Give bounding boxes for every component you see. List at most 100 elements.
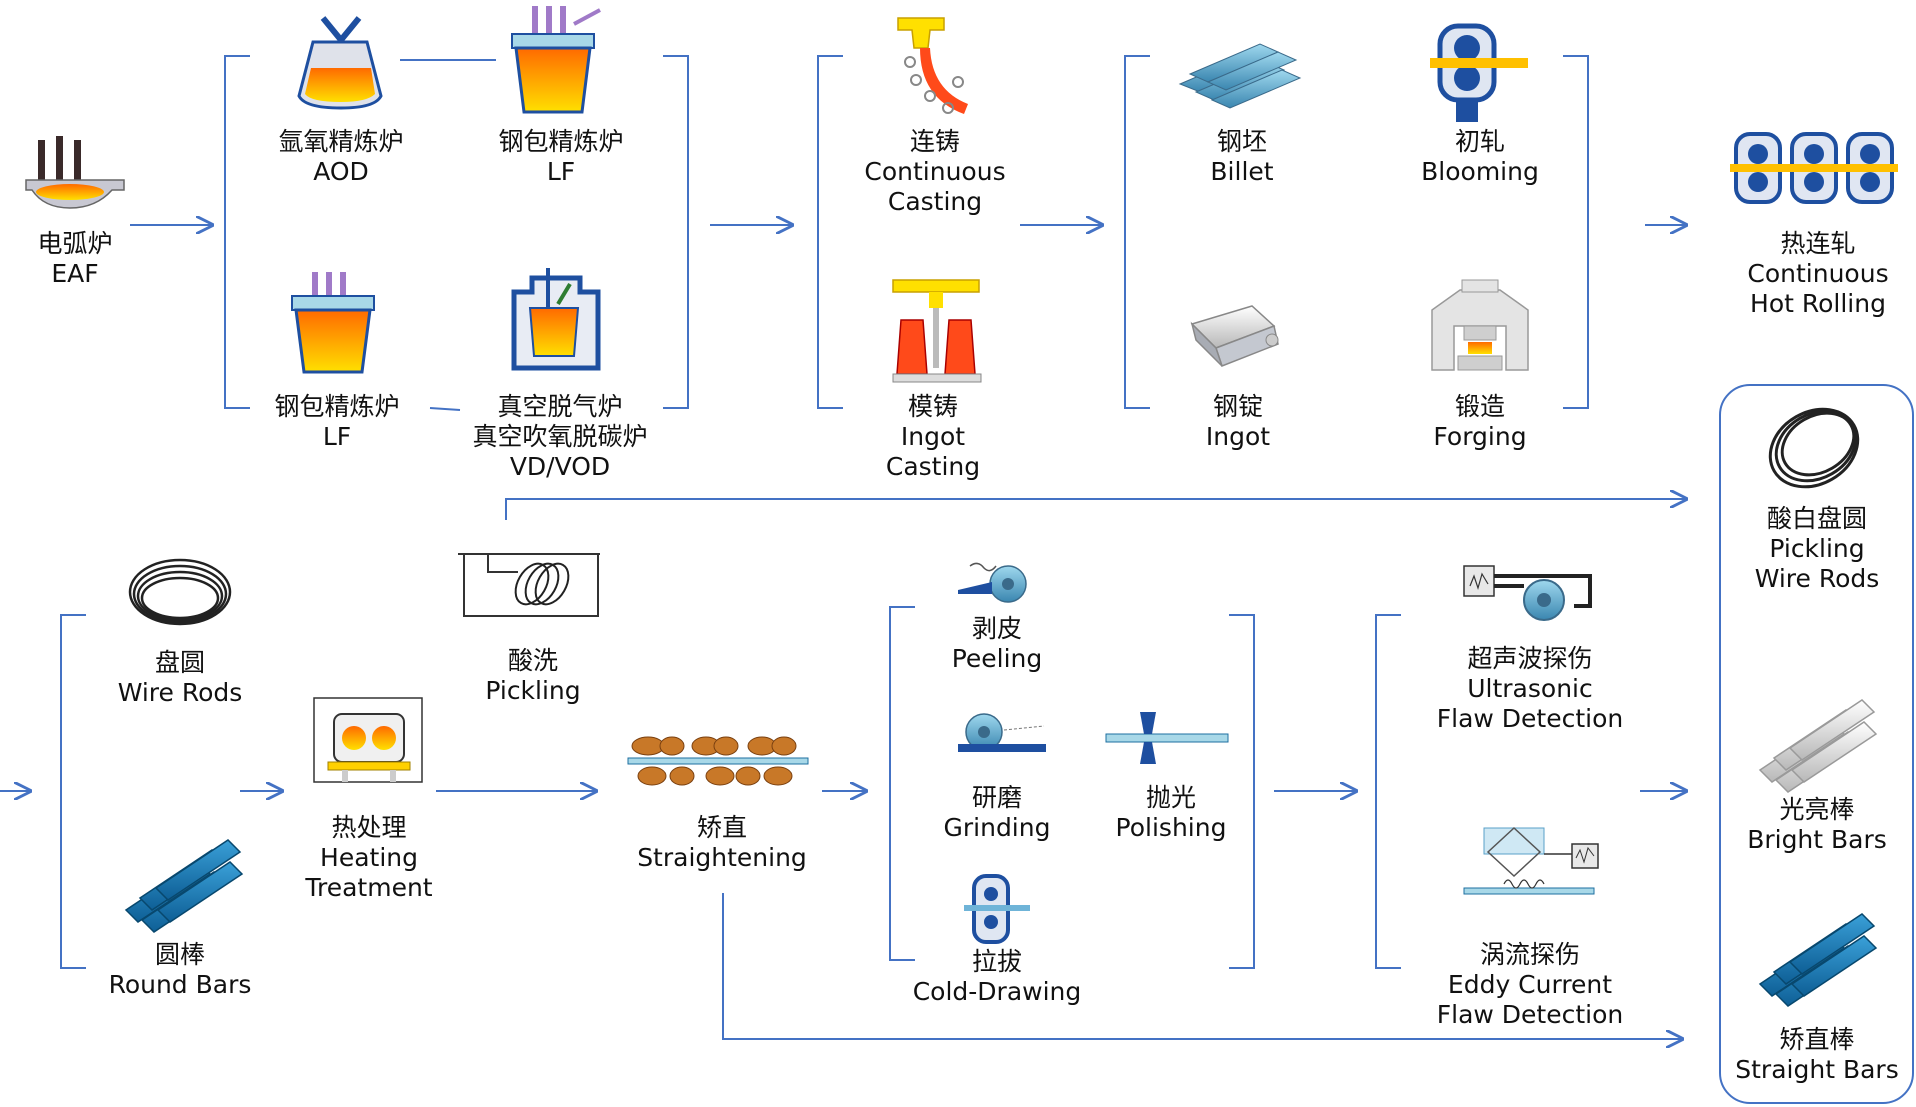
polishing-icon [1105,712,1229,764]
bracket-forming-right [1563,55,1589,409]
hot-rolling-icon [1730,132,1898,204]
label-aod-en: AOD [313,157,369,186]
bracket-refining-right [663,55,689,409]
label-ultrasonic-en1: Ultrasonic [1467,674,1593,703]
grinding-icon [958,713,1046,752]
label-vd-vod-cn1: 真空脱气炉 [497,392,623,421]
label-wire-rods: 盘圆 Wire Rods [95,648,265,708]
label-bright-bars-cn: 光亮棒 [1779,795,1855,824]
heat-treatment-icon [313,697,423,783]
label-heat-treatment-en2: Treatment [305,873,433,902]
cold-drawing-icon [964,874,1030,944]
bracket-refining-left [224,55,250,409]
label-straight-bars-cn: 矫直棒 [1779,1025,1855,1054]
wire-rods-icon [128,558,232,626]
label-lf-bottom: 钢包精炼炉 LF [252,392,422,452]
label-hot-rolling-en2: Hot Rolling [1750,289,1886,318]
label-bright-bars: 光亮棒 Bright Bars [1732,795,1902,855]
label-blooming-en: Blooming [1421,157,1539,186]
peeling-icon [958,562,1027,603]
ultrasonic-icon [1463,565,1592,621]
label-wire-rods-cn: 盘圆 [154,648,205,677]
arrows [0,59,1686,1039]
eaf-icon [25,136,125,209]
label-pickling-wire-rods-cn: 酸白盘圆 [1766,504,1867,533]
label-blooming-cn: 初轧 [1454,127,1505,156]
label-lf-top: 钢包精炼炉 LF [476,127,646,187]
label-straightening: 矫直 Straightening [622,813,822,873]
ingot-casting-icon [892,279,982,383]
label-hot-rolling-cn: 热连轧 [1780,229,1856,258]
eddy-current-icon [1463,826,1599,895]
bright-bars-icon [1758,699,1878,793]
label-heat-treatment-cn: 热处理 [331,813,407,842]
label-round-bars-en: Round Bars [108,970,252,999]
label-continuous-casting-en2: Casting [887,187,983,216]
label-eddy-current-cn: 涡流探伤 [1479,940,1580,969]
pickling-icon [458,553,600,617]
label-forging-en: Forging [1433,422,1527,451]
label-continuous-casting-en1: Continuous [864,157,1006,186]
label-forging-cn: 锻造 [1454,392,1505,421]
label-pickling-cn: 酸洗 [507,646,558,675]
label-eaf: 电弧炉 EAF [10,229,140,289]
label-pickling-wire-rods-en1: Pickling [1769,534,1865,563]
label-eddy-current-en1: Eddy Current [1447,970,1613,999]
bracket-surface-right [1229,614,1255,969]
label-round-bars: 圆棒 Round Bars [95,940,265,1000]
label-polishing-cn: 抛光 [1145,783,1196,812]
forging-icon [1431,279,1529,371]
label-continuous-casting-cn: 连铸 [909,127,960,156]
round-bars-icon [124,839,244,933]
label-straightening-cn: 矫直 [696,813,747,842]
label-vd-vod-en: VD/VOD [509,452,611,481]
arrow-pickling-to-wirerods [505,499,1686,520]
label-straightening-en: Straightening [637,843,807,872]
label-ultrasonic: 超声波探伤 Ultrasonic Flaw Detection [1420,644,1640,734]
straight-bars-icon [1758,913,1878,1007]
billet-icon [1178,43,1302,109]
label-wire-rods-en: Wire Rods [117,678,243,707]
label-polishing-en: Polishing [1115,813,1227,842]
bracket-inspection-left [1375,614,1401,969]
label-straight-bars: 矫直棒 Straight Bars [1722,1025,1912,1085]
final-products-box [1719,384,1914,1104]
label-vd-vod: 真空脱气炉 真空吹氧脱碳炉 VD/VOD [460,392,660,482]
arrow-straightening-straightbars [722,893,1682,1039]
label-ingot-casting-cn: 模铸 [907,392,958,421]
bracket-products-left [60,614,86,969]
label-forging: 锻造 Forging [1395,392,1565,452]
bracket-surface-left [889,606,915,961]
label-cold-drawing: 拉拔 Cold-Drawing [897,947,1097,1007]
label-heat-treatment: 热处理 Heating Treatment [284,813,454,903]
ingot-icon [1190,305,1279,367]
label-heat-treatment-en1: Heating [320,843,418,872]
label-ultrasonic-cn: 超声波探伤 [1467,644,1593,673]
label-billet: 钢坯 Billet [1157,127,1327,187]
label-round-bars-cn: 圆棒 [154,940,205,969]
label-ingot-en: Ingot [1205,422,1271,451]
label-ingot-casting-en2: Casting [885,452,981,481]
label-peeling-en: Peeling [951,644,1043,673]
lf-vd-connector [429,407,461,411]
label-grinding-en: Grinding [943,813,1051,842]
label-grinding: 研磨 Grinding [912,783,1082,843]
label-bright-bars-en: Bright Bars [1747,825,1887,854]
lf-top-icon [511,6,601,114]
label-polishing: 抛光 Polishing [1086,783,1256,843]
label-cold-drawing-cn: 拉拔 [971,947,1022,976]
label-pickling-wire-rods: 酸白盘圆 Pickling Wire Rods [1732,504,1902,594]
aod-icon [297,16,383,110]
pickling-wire-rods-icon [1768,407,1860,489]
label-pickling: 酸洗 Pickling [448,646,618,706]
label-lf-top-cn: 钢包精炼炉 [498,127,624,156]
brackets [60,55,1914,1104]
label-blooming: 初轧 Blooming [1395,127,1565,187]
bracket-forming-left [1124,55,1150,409]
label-lf-bottom-en: LF [322,422,352,451]
label-aod: 氩氧精炼炉 AOD [256,127,426,187]
continuous-casting-icon [897,17,968,114]
bracket-casting-left [817,55,843,409]
